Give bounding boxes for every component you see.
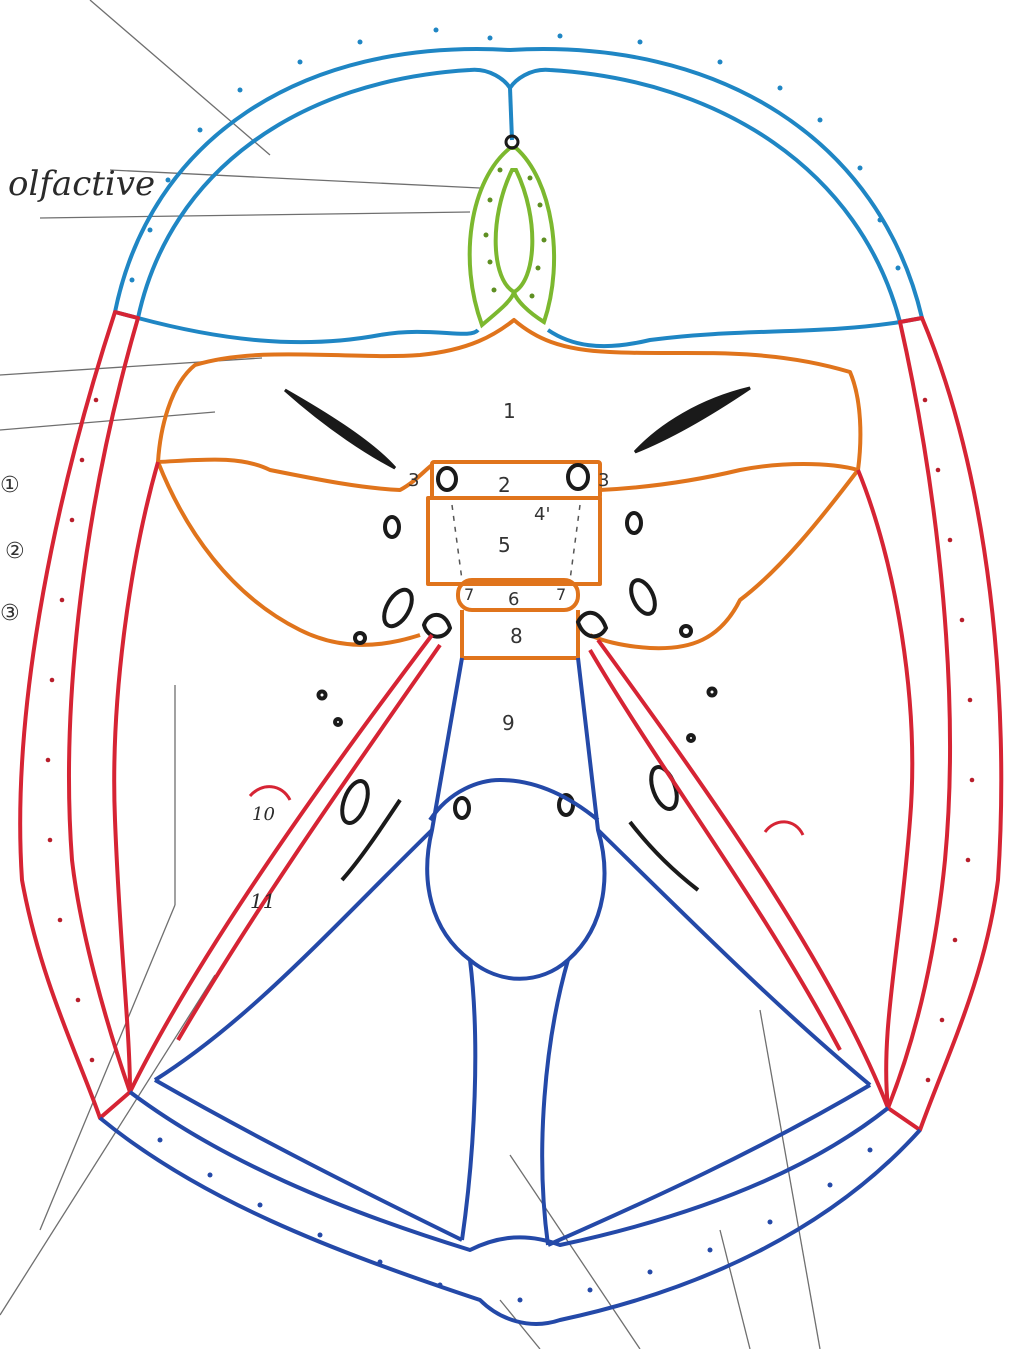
label-3-left: 3: [408, 470, 419, 491]
frontal-diploe-dots: [130, 28, 901, 283]
label-olfactive: olfactive: [8, 164, 155, 204]
sella-dashes: [452, 505, 580, 580]
label-11: 11: [250, 889, 275, 913]
label-6: 6: [508, 589, 519, 610]
label-8: 8: [510, 624, 523, 648]
label-10: 10: [252, 804, 275, 825]
label-7-right: 7: [556, 585, 566, 604]
label-1: 1: [503, 399, 516, 423]
occipital-bone: [100, 658, 920, 1324]
label-4prime: 4': [534, 504, 550, 525]
label-7-left: 7: [464, 585, 474, 604]
label-9: 9: [502, 711, 515, 735]
label-circled-2: ②: [5, 539, 25, 564]
label-circled-1: ①: [0, 473, 20, 498]
diagram-labels: olfactive ① ② ③ 1 2 3 3 4' 5 6 7 7 8 9 1…: [0, 164, 609, 913]
label-5: 5: [498, 533, 511, 557]
superior-orbital-fissures: [285, 388, 750, 468]
ethmoid-foramina-dots: [484, 168, 547, 299]
label-3-right: 3: [598, 470, 609, 491]
label-circled-3: ③: [0, 601, 20, 626]
label-2: 2: [498, 473, 511, 497]
ethmoid-cribriform-plate: [470, 148, 554, 325]
